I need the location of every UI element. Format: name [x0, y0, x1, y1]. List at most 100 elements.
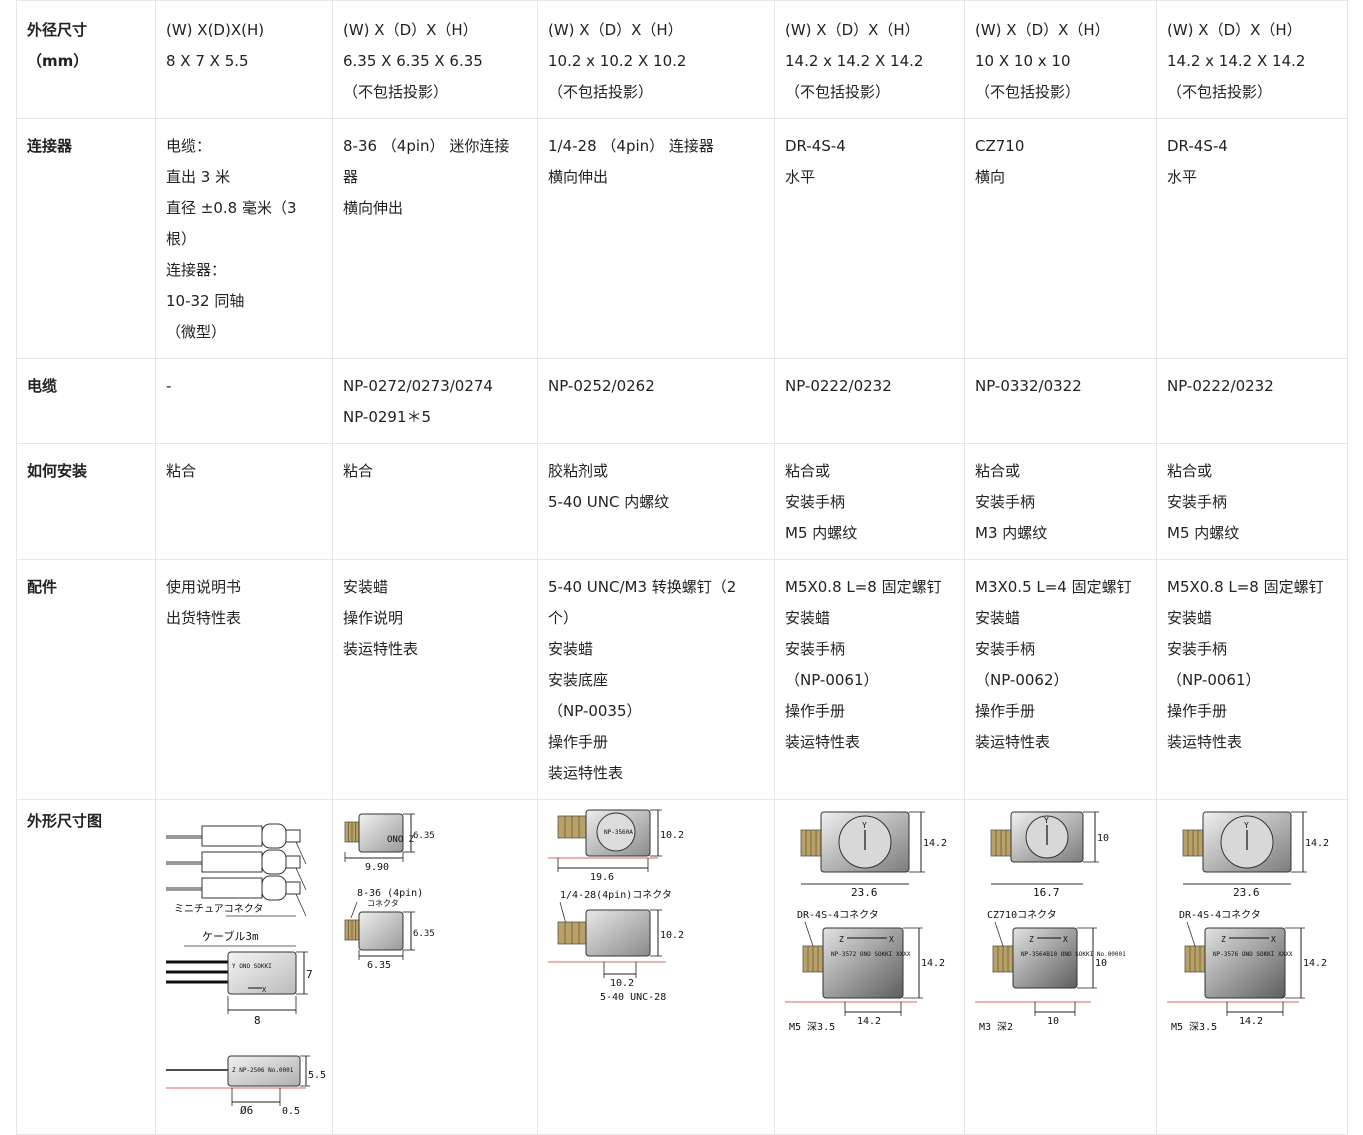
- cable-callout: ケーブル3m: [202, 929, 259, 943]
- cell-text-line: (W) X（D）X（H）: [975, 21, 1110, 39]
- connector-tip: [285, 829, 301, 843]
- sensor-marking: Z NP-2506 No.0001: [232, 1067, 294, 1074]
- table-cell: NP-0252/0262: [537, 358, 775, 444]
- dimension-label: 14.2: [1305, 838, 1329, 849]
- cell-text-line: （不包括投影）: [548, 83, 654, 101]
- cell-text-line: 1/4-28 （4pin） 连接器: [548, 137, 714, 155]
- cell-text-line: M5X0.8 L=8 固定螺钉: [785, 578, 942, 596]
- sensor-body: [822, 927, 904, 999]
- axis-label: X: [262, 986, 267, 994]
- table-cell: NP-0222/0232: [774, 358, 965, 444]
- cell-text-line: 安装蜡: [343, 578, 389, 596]
- cell-text-line: 直径 ±0.8 毫米（3: [166, 199, 297, 217]
- table-cell: (W) X(D)X(H)8 X 7 X 5.5: [155, 0, 333, 119]
- cell-text-line: 装运特性表: [975, 733, 1051, 751]
- leader-line: [295, 867, 307, 891]
- cell-text-line: NP-0222/0232: [785, 377, 892, 395]
- thread-callout: 5-40 UNC-28: [600, 992, 666, 1003]
- cell-text-line: NP-0222/0232: [1167, 377, 1274, 395]
- cell-text-line: 粘合或: [1167, 462, 1213, 480]
- table-cell: (W) X（D）X（H）14.2 x 14.2 X 14.2（不包括投影）: [1156, 0, 1348, 119]
- connector-callout: DR-4S-4コネクタ: [1179, 909, 1261, 921]
- cell-text-line: 5-40 UNC/M3 转换螺钉（2: [548, 578, 737, 596]
- cell-text-line: 安装蜡: [975, 609, 1021, 627]
- cell-text-line: （NP-0061）: [785, 671, 879, 689]
- axis-label: Z: [1221, 935, 1226, 944]
- connector-nut: [261, 823, 287, 849]
- table-cell: (W) X（D）X（H）10.2 x 10.2 X 10.2（不包括投影）: [537, 0, 775, 119]
- spec-table: 外径尺寸 （mm） (W) X(D)X(H)8 X 7 X 5.5 (W) X（D）X…: [16, 0, 1348, 1135]
- cell-text-line: 10-32 同轴: [166, 292, 245, 310]
- cell-text-line: NP-0272/0273/0274: [343, 377, 493, 395]
- table-cell: 安装蜡操作说明装运特性表: [332, 559, 538, 800]
- dimension-label: 10.2: [660, 930, 684, 941]
- dimension-label: 14.2: [923, 838, 947, 849]
- dimension-label: 14.2: [1239, 1016, 1263, 1027]
- cell-text-line: 8-36 （4pin） 迷你连接: [343, 137, 510, 155]
- connector-callout: 8-36 (4pin): [357, 888, 423, 899]
- cell-text-line: 装运特性表: [1167, 733, 1243, 751]
- dimension-label: 19.6: [590, 872, 614, 883]
- cell-text-line: NP-0252/0262: [548, 377, 655, 395]
- dimension-label: 5.5: [308, 1070, 326, 1081]
- cell-text-line: (W) X（D）X（H）: [343, 21, 478, 39]
- leader-line: [994, 921, 1004, 947]
- row-header-text: 电缆: [27, 377, 58, 395]
- spec-table-body: 外径尺寸 （mm） (W) X(D)X(H)8 X 7 X 5.5 (W) X（D）X…: [16, 0, 1348, 1135]
- axis-label: Z: [1029, 935, 1034, 944]
- row-header-text: 连接器: [27, 137, 73, 155]
- sensor-marking: NP-3576 ONO SOKKI XXXX: [1213, 951, 1293, 958]
- dimension-label: 16.7: [1033, 886, 1060, 899]
- connector-callout: CZ710コネクタ: [987, 909, 1057, 921]
- leader-line: [295, 893, 307, 917]
- cell-text-line: （微型）: [166, 323, 227, 341]
- table-cell: NP-0222/0232: [1156, 358, 1348, 444]
- cell-text-line: NP-0291＊5: [343, 408, 432, 426]
- sensor-body: [1204, 927, 1286, 999]
- connector-boot: [201, 851, 263, 873]
- cell-text-line: （不包括投影）: [1167, 83, 1273, 101]
- axis-label: X: [889, 935, 894, 944]
- table-cell: M5X0.8 L=8 固定螺钉安装蜡安装手柄（NP-0061）操作手册装运特性表: [774, 559, 965, 800]
- cell-text-line: （不包括投影）: [975, 83, 1081, 101]
- cell-text-line: 连接器：: [166, 261, 227, 279]
- connector-callout: DR-4S-4コネクタ: [797, 909, 879, 921]
- leader-line: [804, 921, 814, 947]
- row-header-text: 外径尺寸: [27, 21, 88, 39]
- cell-text-line: M3X0.5 L=4 固定螺钉: [975, 578, 1132, 596]
- cell-text-line: 装运特性表: [343, 640, 419, 658]
- row-header-text: （mm）: [27, 52, 89, 70]
- dimension-label: 10.2: [610, 978, 634, 989]
- table-cell: M5X0.8 L=8 固定螺钉安装蜡安装手柄（NP-0061）操作手册装运特性表: [1156, 559, 1348, 800]
- dimension-label: 6.35: [367, 960, 391, 971]
- cell-text-line: （NP-0035）: [548, 702, 642, 720]
- cell-text-line: 安装手柄: [785, 640, 846, 658]
- cell-text-line: 10.2 x 10.2 X 10.2: [548, 52, 687, 70]
- cell-text-line: 安装手柄: [785, 493, 846, 511]
- cell-text-line: 5-40 UNC 内螺纹: [548, 493, 670, 511]
- dimension-label: 14.2: [921, 958, 945, 969]
- cell-text-line: 使用说明书: [166, 578, 242, 596]
- connector-tip: [285, 855, 301, 869]
- dimension-label: 6.35: [413, 831, 435, 841]
- cell-text-line: 出货特性表: [166, 609, 242, 627]
- row-header: 外径尺寸 （mm）: [16, 0, 156, 119]
- axis-label: Y: [862, 821, 867, 830]
- cell-text-line: M5 内螺纹: [1167, 524, 1240, 542]
- axis-label: X: [1063, 935, 1068, 944]
- sensor-body: [358, 911, 404, 951]
